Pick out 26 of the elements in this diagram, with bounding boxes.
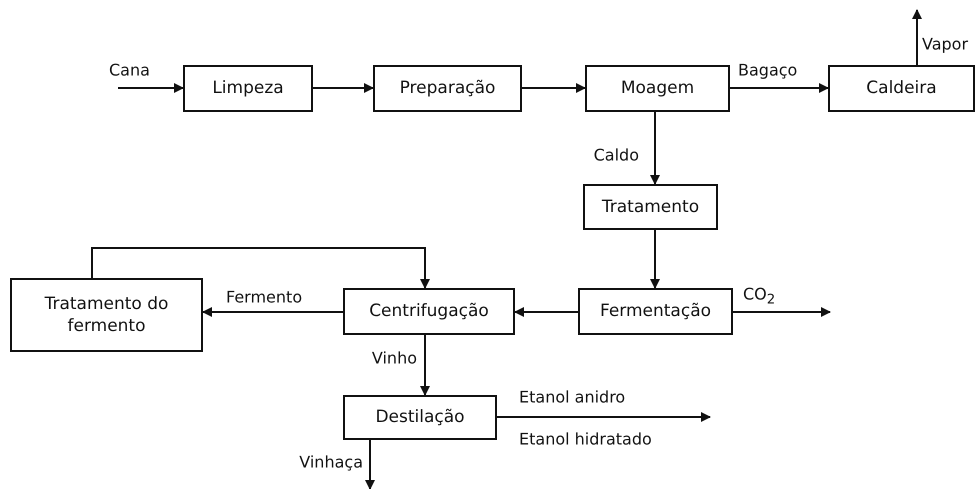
process-box: Centrifugação: [343, 288, 515, 335]
arrow: [522, 83, 586, 93]
process-box: Moagem: [585, 65, 730, 112]
arrow: [313, 83, 374, 93]
arrow: [650, 112, 660, 185]
process-box: Limpeza: [183, 65, 313, 112]
arrow: [91, 247, 430, 289]
arrow: [202, 307, 343, 317]
edge-label: Vapor: [921, 34, 970, 54]
arrow: [650, 230, 660, 289]
process-box: Destilação: [343, 395, 497, 440]
arrow: [733, 307, 831, 317]
arrow: [118, 83, 184, 93]
arrow: [420, 335, 430, 396]
arrow: [730, 83, 829, 93]
process-box: Caldeira: [828, 65, 975, 112]
process-box: Tratamento: [583, 184, 718, 230]
edge-label: Vinhaça: [298, 452, 364, 472]
arrow: [514, 307, 578, 317]
arrow: [365, 440, 375, 489]
arrow: [912, 9, 922, 65]
process-box: Fermentação: [578, 288, 733, 335]
arrow: [497, 412, 711, 422]
process-box: Tratamento do fermento: [10, 278, 203, 352]
edge-label: Bagaço: [737, 60, 798, 80]
process-box: Preparação: [373, 65, 522, 112]
